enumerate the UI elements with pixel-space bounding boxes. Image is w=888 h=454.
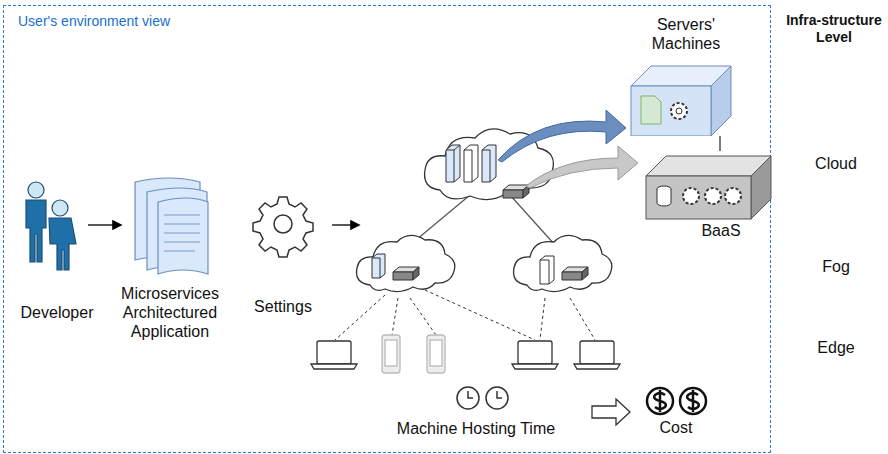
label-text: Infra-structure Level [782, 12, 886, 46]
label-text: Developer [7, 303, 107, 322]
cloud-shapes [357, 129, 612, 292]
box-front [646, 176, 751, 219]
cost-icons [647, 388, 706, 414]
document-stack [135, 178, 208, 274]
label-text: Settings [238, 297, 328, 316]
settings-gear [253, 197, 313, 257]
label-text: Cloud [786, 154, 886, 173]
label-text: Machine Hosting Time [376, 419, 576, 438]
gear-hub [676, 108, 682, 114]
baas-box: BaaS [641, 151, 776, 241]
file-icon [641, 96, 661, 124]
document-lines [164, 215, 200, 251]
label-text: Microservices Architectured Application [100, 284, 240, 341]
developer-icon [26, 182, 76, 270]
edge-devices [311, 335, 620, 373]
node-text: BaaS [686, 221, 756, 240]
label-text: Fog [786, 257, 886, 276]
gear-icon [683, 188, 699, 204]
gear-icon [671, 103, 687, 119]
cube-side [711, 66, 731, 136]
gear-icon [725, 188, 741, 204]
server-machine: Servers' Machines [616, 11, 766, 136]
db-body [657, 189, 671, 206]
service-blocks [372, 145, 588, 284]
box-top [646, 156, 771, 176]
connector-line [719, 136, 720, 151]
node-text: Servers' Machines [621, 15, 751, 53]
clock-icons [457, 387, 508, 409]
environment-region: User's environment view Servers' Machines… [3, 5, 771, 453]
gear-icon [705, 188, 721, 204]
box-side [751, 156, 771, 219]
label-text: Edge [786, 338, 886, 357]
label-text: Cost [636, 418, 716, 437]
node-text: User's environment view [18, 12, 318, 31]
cube-front [631, 86, 711, 136]
